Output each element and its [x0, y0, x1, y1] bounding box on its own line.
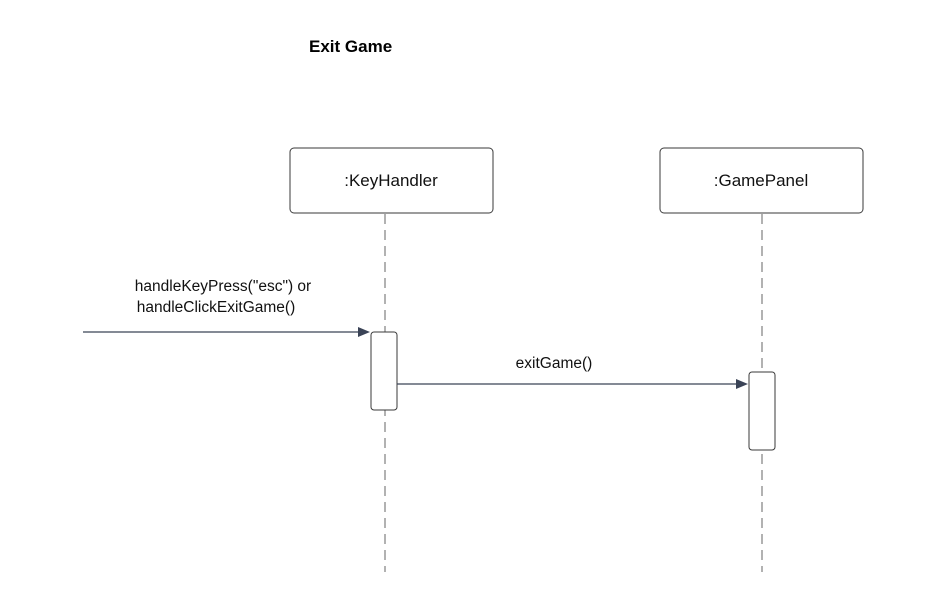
activation-game-panel — [748, 371, 776, 451]
message-key-handler-to-game-panel: exitGame() — [397, 355, 748, 389]
participant-box — [289, 147, 494, 214]
activation-key-handler — [370, 331, 398, 411]
message-label-line-1: handleKeyPress("esc") or — [135, 278, 311, 295]
arrow-head-icon — [736, 379, 748, 389]
diagram-title: Exit Game — [309, 37, 392, 56]
message-found-to-key-handler: handleKeyPress("esc") or handleClickExit… — [83, 278, 370, 337]
participant-label: :GamePanel — [714, 171, 809, 190]
message-label-line-1: exitGame() — [516, 355, 593, 372]
participant-label: :KeyHandler — [344, 171, 438, 190]
arrow-head-icon — [358, 327, 370, 337]
participant-box — [659, 147, 864, 214]
participant-game-panel: :GamePanel — [659, 147, 864, 214]
participant-key-handler: :KeyHandler — [289, 147, 494, 214]
message-label-line-2: handleClickExitGame() — [137, 299, 296, 316]
